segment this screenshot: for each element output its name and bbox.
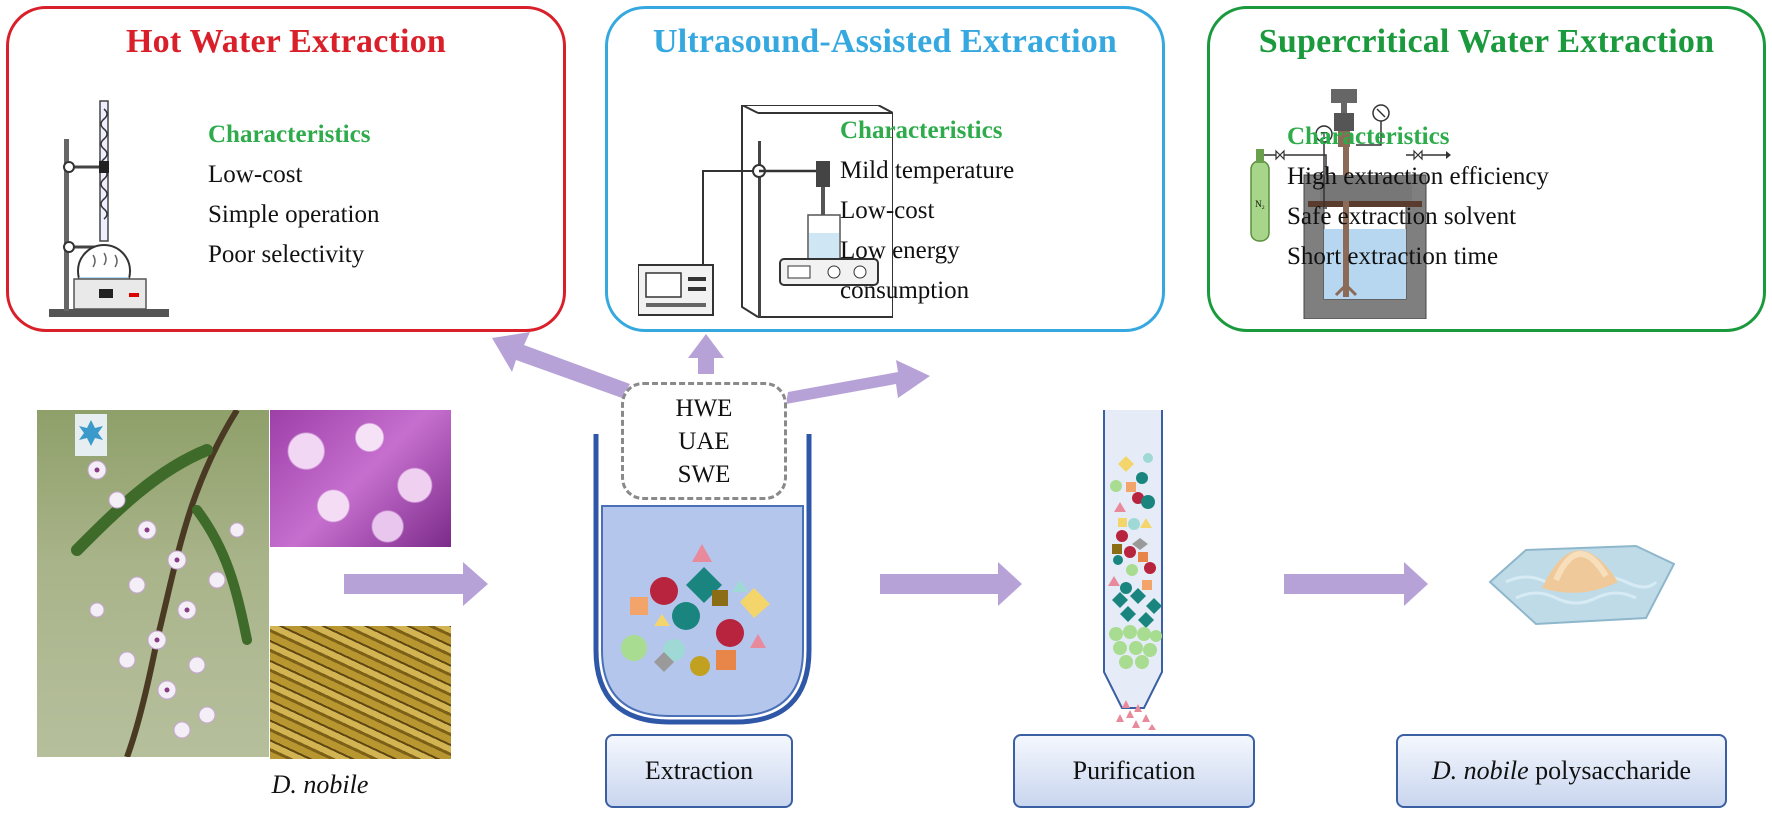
characteristics-list: Characteristics High extraction efficien… xyxy=(1287,117,1549,277)
plant-photo-flowering xyxy=(37,410,269,757)
extract-molecules xyxy=(621,544,770,676)
panel-supercritical-water-extraction: Supercritical Water Extraction T N₂ Char… xyxy=(1207,6,1766,332)
plant-photo-flowers-closeup xyxy=(270,410,451,547)
panel-title: Supercritical Water Extraction xyxy=(1258,23,1715,60)
characteristic-item: consumption xyxy=(840,277,970,304)
characteristic-item: Poor selectivity xyxy=(208,241,365,268)
arrow-to-supercritical-panel xyxy=(786,360,930,404)
panel-hot-water-extraction: Hot Water Extraction Characteristics Low… xyxy=(6,6,566,332)
orchid-branch-icon xyxy=(71,410,252,757)
characteristic-item: Low energy xyxy=(840,237,960,264)
characteristics-list: Characteristics Low-cost Simple operatio… xyxy=(208,115,380,275)
method-label: HWE xyxy=(675,394,733,422)
product-name-italic: D. nobile xyxy=(1431,756,1529,785)
arrow-to-product xyxy=(1284,562,1428,606)
characteristic-item: Safe extraction solvent xyxy=(1287,203,1517,230)
extraction-methods-box: HWE UAE SWE xyxy=(621,382,787,500)
step-purification-label: Purification xyxy=(1013,734,1255,808)
product-name-rest: polysaccharide xyxy=(1528,756,1692,785)
characteristic-item: Mild temperature xyxy=(840,157,1015,184)
column-particles xyxy=(1108,453,1162,730)
arrow-to-ultrasound-panel xyxy=(688,334,724,374)
plant-caption: D. nobile xyxy=(271,770,369,799)
panel-ultrasound-assisted-extraction: Ultrasound-Assisted Extraction Character… xyxy=(605,6,1165,332)
arrow-to-extraction xyxy=(344,562,488,606)
ultrasound-apparatus-illustration xyxy=(638,105,893,318)
polysaccharide-powder-illustration xyxy=(1488,544,1676,626)
characteristic-item: Low-cost xyxy=(208,161,303,188)
characteristics-heading: Characteristics xyxy=(1287,123,1450,150)
step-product-label: D. nobile polysaccharide xyxy=(1396,734,1727,808)
characteristics-list: Characteristics Mild temperature Low-cos… xyxy=(840,111,1014,311)
plant-photo-dried-stems xyxy=(270,626,451,759)
reflux-apparatus-illustration xyxy=(49,100,169,317)
step-extraction-text: Extraction xyxy=(644,756,754,785)
supercritical-reactor-illustration: T N₂ xyxy=(1250,89,1451,319)
arrow-to-purification xyxy=(880,562,1022,606)
characteristic-item: High extraction efficiency xyxy=(1287,163,1549,190)
extraction-beaker xyxy=(593,434,812,725)
thermometer-label: T xyxy=(1321,130,1328,142)
characteristics-heading: Characteristics xyxy=(840,117,1003,144)
characteristic-item: Low-cost xyxy=(840,197,935,224)
method-label: UAE xyxy=(678,427,730,455)
characteristics-heading: Characteristics xyxy=(208,121,371,148)
characteristic-item: Short extraction time xyxy=(1287,243,1499,270)
panel-title: Ultrasound-Assisted Extraction xyxy=(652,23,1118,60)
characteristic-item: Simple operation xyxy=(208,201,380,228)
step-extraction-label: Extraction xyxy=(605,734,793,808)
step-purification-text: Purification xyxy=(1072,756,1196,785)
purification-column xyxy=(1103,410,1163,730)
nitrogen-cylinder-label: N₂ xyxy=(1255,199,1265,209)
arrow-to-hot-water-panel xyxy=(492,332,630,398)
panel-title: Hot Water Extraction xyxy=(125,23,447,60)
method-label: SWE xyxy=(677,460,731,488)
